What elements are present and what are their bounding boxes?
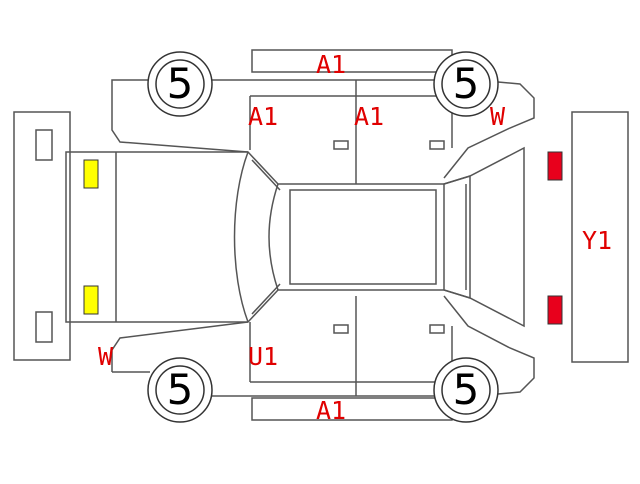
top-roof-rail <box>251 49 453 73</box>
damage-label-top-roof: A1 <box>316 50 347 79</box>
rear-lamp-top <box>547 151 563 181</box>
tire-rear-right-number: 5 <box>452 365 480 414</box>
rear-lamp-bottom <box>547 295 563 325</box>
damage-label-top-rear-fender: W <box>490 102 506 131</box>
damage-label-top-rear-door: A1 <box>354 102 385 131</box>
damage-label-rear-bumper: Y1 <box>582 226 613 255</box>
rear-bumper-panel <box>571 111 629 363</box>
damage-label-bottom-front-door: U1 <box>248 342 279 371</box>
bottom-rocker-rail <box>251 397 453 421</box>
tire-front-left-number: 5 <box>166 59 194 108</box>
damage-label-bottom-rocker: A1 <box>316 396 347 425</box>
car-body-top-view <box>65 146 525 328</box>
tire-circles <box>147 51 499 423</box>
tire-front-right-number: 5 <box>166 365 194 414</box>
front-bumper-panel <box>13 111 71 361</box>
tire-rear-left-number: 5 <box>452 59 480 108</box>
damage-label-front-bumper-bottom: W <box>98 342 114 371</box>
damage-label-top-front-door: A1 <box>248 102 279 131</box>
front-lamp-top <box>83 159 99 189</box>
front-lamp-bottom <box>83 285 99 315</box>
